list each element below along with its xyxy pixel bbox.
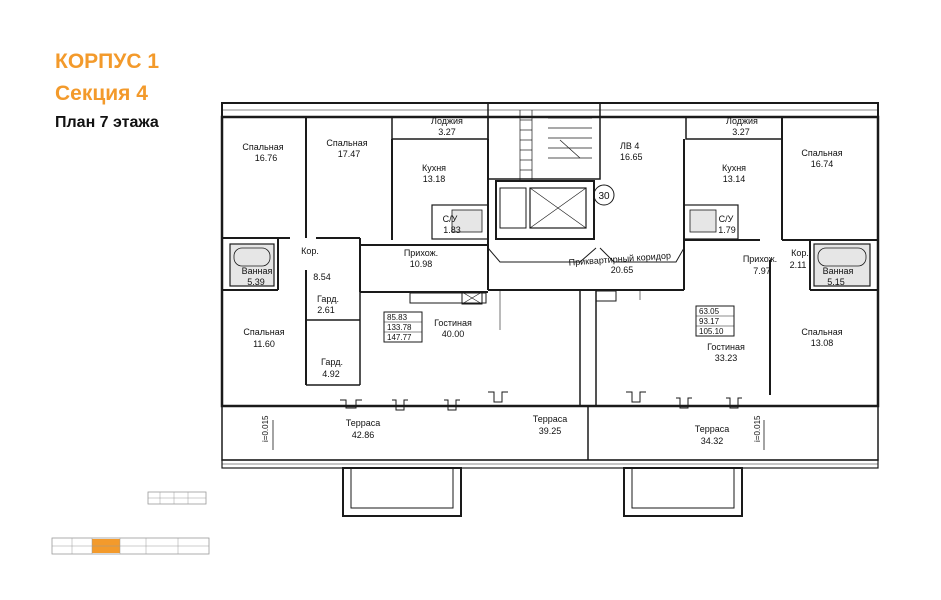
room-name: Кухня <box>422 163 446 173</box>
room-name: Лоджия <box>726 116 758 126</box>
slope-note-left: i=0.015 <box>261 415 270 442</box>
room-name: С/У <box>443 214 458 224</box>
building-title: КОРПУС 1 <box>55 50 159 73</box>
room-name: Кухня <box>722 163 746 173</box>
svg-text:133.78: 133.78 <box>387 323 412 332</box>
room-area: 3.27 <box>438 127 456 137</box>
plan-lines <box>220 102 880 517</box>
room-area: 3.27 <box>732 127 750 137</box>
room-area: 13.14 <box>723 174 746 184</box>
svg-text:93.17: 93.17 <box>699 317 720 326</box>
room-name: Спальная <box>326 138 367 148</box>
room-name: Гард. <box>317 294 339 304</box>
room-area: 1.79 <box>718 225 736 235</box>
floor-plan-title: План 7 этажа <box>55 114 159 131</box>
room-area: 7.97 <box>753 266 771 276</box>
room-area: 13.18 <box>423 174 446 184</box>
room-area: 11.60 <box>253 339 275 349</box>
svg-text:105.10: 105.10 <box>699 327 724 336</box>
room-name: Гард. <box>321 357 343 367</box>
room-area: 2.11 <box>790 260 807 270</box>
apartment-2-areas: 63.05 93.17 105.10 <box>699 307 724 336</box>
section-title: Секция 4 <box>55 82 148 105</box>
room-name: Гостиная <box>707 342 745 352</box>
room-name: Спальная <box>242 142 283 152</box>
corridor-area: 20.65 <box>611 265 634 275</box>
room-name: Ванная <box>242 266 273 276</box>
key-plan-sections <box>51 537 210 555</box>
room-name: Терраса <box>533 414 568 424</box>
room-area: 5.39 <box>247 277 265 287</box>
room-area: 34.32 <box>701 436 724 446</box>
room-name: Терраса <box>346 418 381 428</box>
room-area: 40.00 <box>442 329 465 339</box>
apartment-1-areas: 85.83 133.78 147.77 <box>387 313 412 342</box>
room-area: 10.98 <box>410 259 433 269</box>
room-name: Ванная <box>823 266 854 276</box>
room-name: Терраса <box>695 424 730 434</box>
stair-label: ЛВ 4 <box>620 141 639 151</box>
elevator-marker: 30 <box>598 191 610 202</box>
room-name: Спальная <box>801 327 842 337</box>
room-area: 16.74 <box>811 159 834 169</box>
room-name: Лоджия <box>431 116 463 126</box>
room-name: Прихож. <box>743 254 777 264</box>
room-name: Прихож. <box>404 248 438 258</box>
room-area: 1.83 <box>443 225 461 235</box>
svg-text:63.05: 63.05 <box>699 307 720 316</box>
room-name: Спальная <box>243 327 284 337</box>
room-area: 2.61 <box>317 305 335 315</box>
room-area: 8.54 <box>313 272 331 282</box>
room-name: Кор. <box>301 246 319 256</box>
room-name: Гостиная <box>434 318 472 328</box>
room-name: Спальная <box>801 148 842 158</box>
room-area: 42.86 <box>352 430 375 440</box>
room-area: 16.76 <box>255 153 278 163</box>
room-area: 5.15 <box>827 277 845 287</box>
slope-note-right: i=0.015 <box>753 415 762 442</box>
room-area: 13.08 <box>811 338 834 348</box>
room-area: 39.25 <box>539 426 562 436</box>
room-name: С/У <box>719 214 734 224</box>
svg-text:85.83: 85.83 <box>387 313 408 322</box>
room-name: Кор. <box>791 248 809 258</box>
room-area: 17.47 <box>338 149 361 159</box>
key-plan-site <box>147 491 207 505</box>
svg-text:147.77: 147.77 <box>387 333 412 342</box>
stair-area: 16.65 <box>620 152 643 162</box>
room-area: 33.23 <box>715 353 738 363</box>
room-area: 4.92 <box>322 369 340 379</box>
